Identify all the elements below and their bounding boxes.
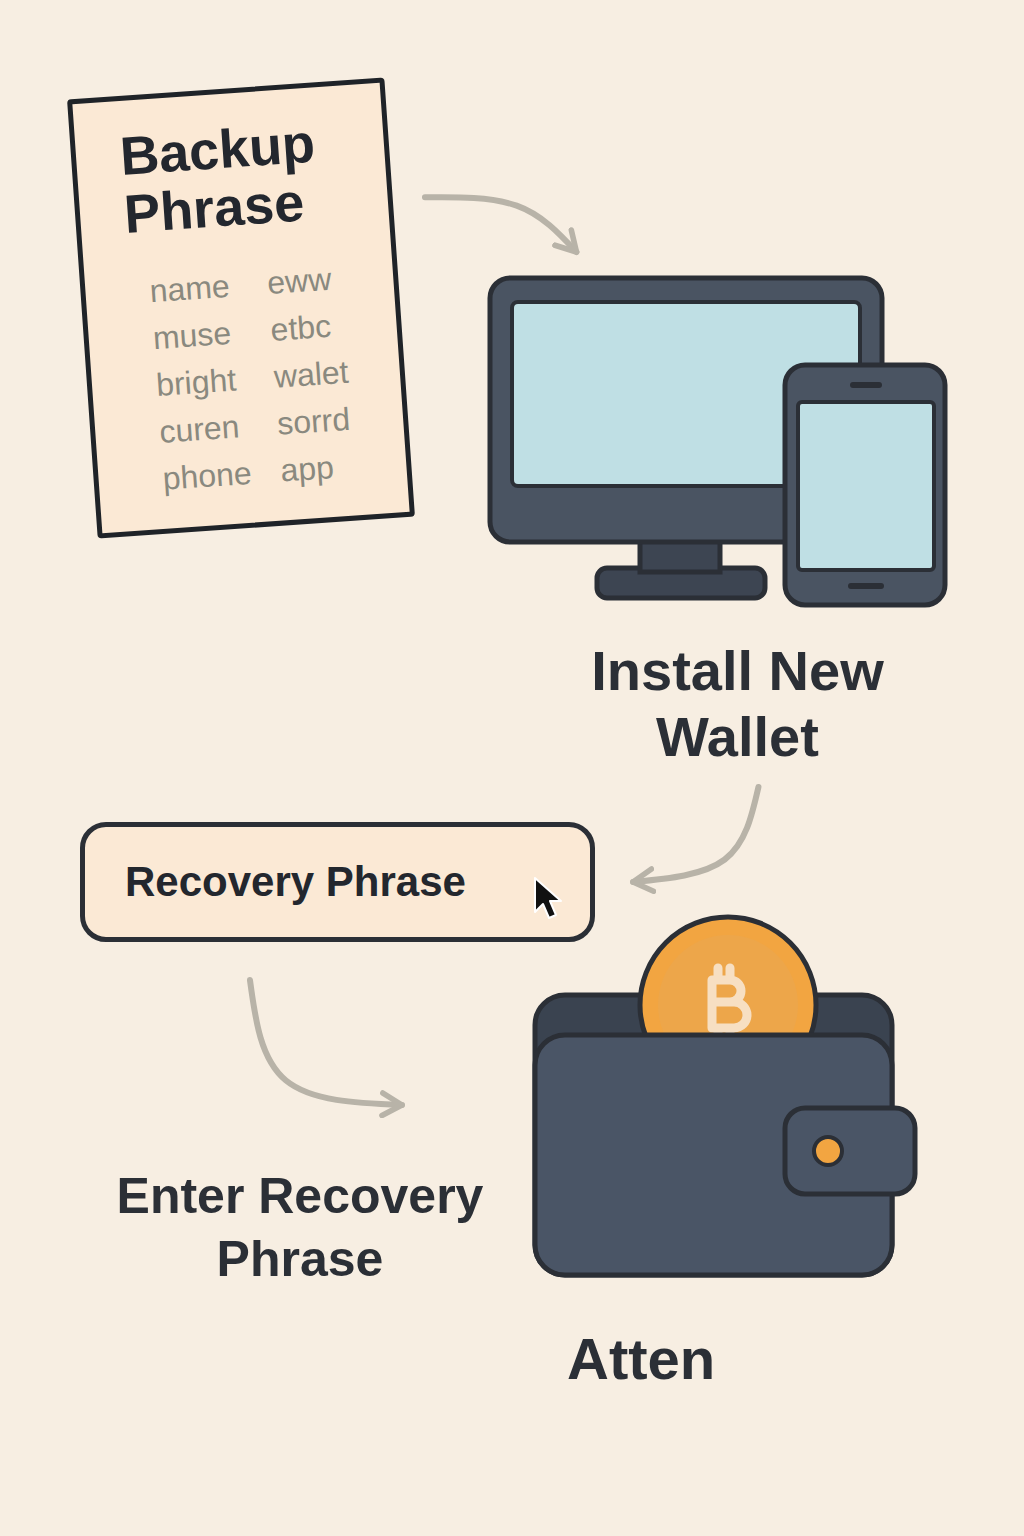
phone-screen <box>798 402 934 570</box>
phrase-word: sorrd <box>276 396 396 442</box>
node-text: Recovery Phrase <box>125 858 466 906</box>
wallet-front <box>535 1035 892 1275</box>
phrase-word-grid: nameewwmuseetbcbrightwaletcurensorrdphon… <box>148 256 387 497</box>
phrase-word: name <box>148 264 268 310</box>
phone-body <box>785 365 945 605</box>
phrase-word: app <box>279 443 399 489</box>
backup-phrase-card: Backup Phrase nameeww museetbc brightwalet c… <box>67 77 415 538</box>
phrase-word: phone <box>161 451 281 497</box>
wallet-clasp <box>785 1108 915 1194</box>
install-wallet-step: Install New Wallet <box>490 278 945 770</box>
bitcoin-symbol <box>712 968 747 1040</box>
phone-speaker <box>850 382 882 388</box>
phrase-word: muse <box>152 311 272 357</box>
mouse-cursor <box>535 878 561 918</box>
flow-arrow <box>250 980 402 1105</box>
flow-arrow <box>633 787 758 882</box>
node-text: Atten <box>567 1325 915 1392</box>
step-label: Enter Recovery Phrase <box>50 1165 550 1290</box>
phone-home-bar <box>848 583 884 589</box>
flow-arrow <box>425 197 576 252</box>
card-heading: Backup Phrase <box>118 110 370 243</box>
node-text: Install New Wallet <box>530 638 945 770</box>
phrase-word: bright <box>155 358 275 404</box>
recovery-phrase-box: Recovery Phrase <box>80 822 595 942</box>
phone-icon <box>785 365 945 605</box>
phrase-word: eww <box>266 256 386 302</box>
wallet-icon <box>535 917 915 1275</box>
phrase-word: walet <box>273 349 393 395</box>
wallet-step: Atten <box>535 925 915 1392</box>
phrase-word: etbc <box>269 302 389 348</box>
phrase-word: curen <box>158 404 278 450</box>
clasp-button <box>814 1137 842 1165</box>
